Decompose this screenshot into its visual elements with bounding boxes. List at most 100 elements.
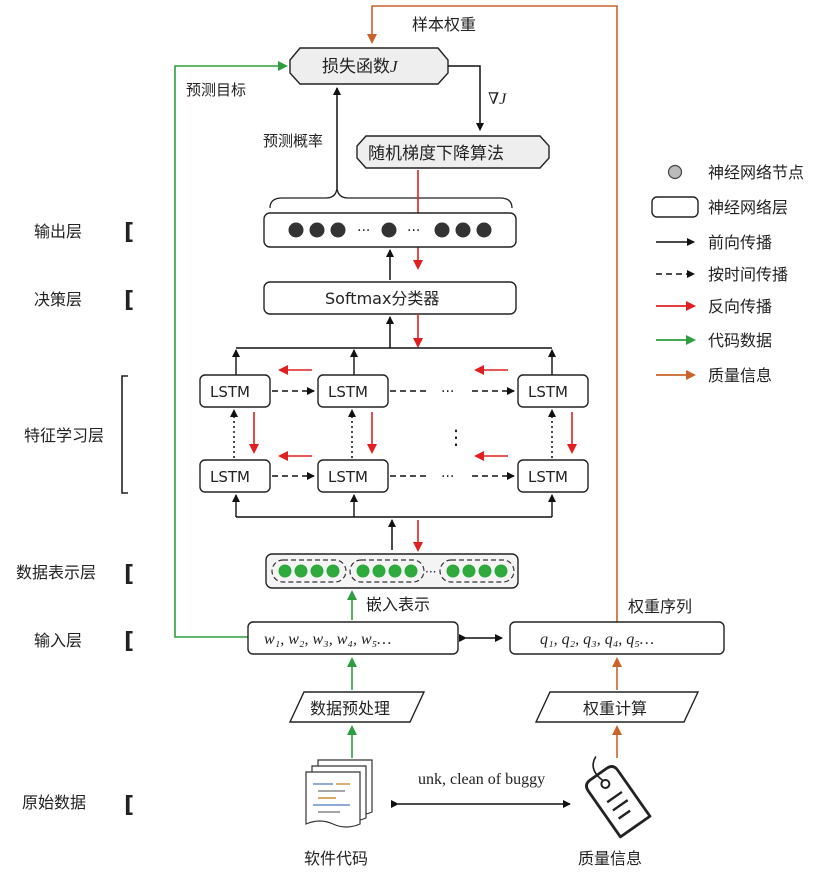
loss-function-node: 损失函数J (289, 47, 449, 85)
layer-label-raw: 原始数据 (22, 793, 86, 812)
output-node (288, 222, 304, 238)
legend-item-code: 代码数据 (656, 331, 772, 350)
legend-item-layer: 神经网络层 (651, 196, 788, 218)
tag-icon (585, 756, 652, 839)
gradient-label: ∇J (488, 91, 507, 108)
legend-label: 按时间传播 (708, 265, 788, 284)
lstm-label: LSTM (210, 383, 250, 401)
layer-label-feature: 特征学习层 (24, 426, 104, 445)
lstm-label: LSTM (528, 468, 568, 486)
output-node (455, 222, 471, 238)
layer-bracket-feature (121, 375, 128, 494)
sgd-label: 随机梯度下降算法 (368, 144, 504, 164)
lstm-vertical-links (230, 409, 577, 458)
lstm-cell: LSTM (199, 459, 271, 493)
output-node (434, 222, 450, 238)
layer-bracket-input: [ (124, 629, 134, 654)
embedding-node (372, 564, 386, 578)
embedding-node (388, 564, 402, 578)
lstm-ellipsis: ··· (441, 469, 454, 485)
lstm-label: LSTM (210, 468, 250, 486)
layer-icon (651, 196, 699, 218)
relation-label: unk, clean of buggy (418, 771, 545, 788)
embedding-node (462, 564, 476, 578)
layer-bracket-output: [ (124, 220, 134, 245)
legend-label: 前向传播 (708, 233, 772, 252)
lstm-ellipsis: ··· (441, 384, 454, 400)
lstm-label: LSTM (328, 383, 368, 401)
input-q-box: q₁, q₂, q₃, q₄, q₅… (509, 621, 725, 655)
layer-bracket-raw: [ (124, 793, 134, 818)
predict-target-path (174, 61, 288, 638)
quality-feedback-path (367, 5, 618, 622)
backprop-time-arrows (278, 365, 508, 461)
output-layer-box: ··· ··· (263, 212, 517, 248)
layer-bracket-decision: [ (124, 288, 134, 313)
layer-label-output: 输出层 (34, 222, 82, 241)
embedding-node (404, 564, 418, 578)
sample-weight-label: 样本权重 (412, 15, 476, 34)
embedding-ellipsis: ··· (425, 565, 436, 579)
weight-seq-label: 权重序列 (628, 597, 692, 616)
gradient-arrow (448, 65, 484, 131)
weight-calc-box: 权重计算 (534, 691, 700, 723)
layer-label-input: 输入层 (34, 631, 82, 650)
embedding-node (294, 564, 308, 578)
input-w-sequence: w₁, w₂, w₃, w₄, w₅… (264, 631, 391, 648)
legend-label: 神经网络层 (708, 198, 788, 217)
embedding-node (278, 564, 292, 578)
embedding-node (326, 564, 340, 578)
output-node (309, 222, 325, 238)
sgd-node: 随机梯度下降算法 (356, 135, 550, 169)
embedding-node (446, 564, 460, 578)
preprocess-box: 数据预处理 (288, 691, 426, 723)
lstm-label: LSTM (528, 383, 568, 401)
softmax-box: Softmax分类器 (263, 281, 517, 315)
legend-item-forward: 前向传播 (656, 233, 772, 252)
lstm-cell: LSTM (317, 374, 389, 408)
output-node (330, 222, 346, 238)
embed-label: 嵌入表示 (366, 595, 430, 614)
preprocess-label: 数据预处理 (310, 699, 390, 718)
predict-target-label: 预测目标 (186, 81, 246, 99)
embedding-node (310, 564, 324, 578)
legend-label: 反向传播 (708, 297, 772, 316)
legend: 神经网络节点 神经网络层 前向传播 按时间传播 反向传播 代码数据 质量信息 (651, 163, 804, 385)
node-icon (667, 164, 683, 180)
svg-text:损失函数J: 损失函数J (322, 57, 399, 77)
embedding-node (494, 564, 508, 578)
layer-label-data-repr: 数据表示层 (16, 563, 96, 582)
lstm-cell: LSTM (317, 459, 389, 493)
predict-prob-label: 预测概率 (263, 132, 323, 150)
embedding-node (356, 564, 370, 578)
input-q-sequence: q₁, q₂, q₃, q₄, q₅… (540, 631, 654, 648)
software-code-label: 软件代码 (304, 849, 368, 868)
legend-label: 神经网络节点 (708, 163, 804, 182)
legend-item-backward: 反向传播 (656, 297, 772, 316)
layer-bracket-data-repr: [ (124, 562, 134, 587)
layer-label-decision: 决策层 (34, 290, 82, 309)
lstm-top-bus (232, 347, 556, 376)
lstm-bottom-bus (232, 494, 556, 518)
input-w-box: w₁, w₂, w₃, w₄, w₅… (247, 621, 459, 655)
legend-item-time: 按时间传播 (656, 265, 788, 284)
weight-calc-label: 权重计算 (583, 699, 647, 718)
lstm-cell: LSTM (517, 374, 589, 408)
lstm-label: LSTM (328, 468, 368, 486)
output-node (381, 222, 397, 238)
loss-label: 损失函数 (322, 57, 390, 77)
time-arrows (272, 387, 515, 480)
output-brace (269, 187, 513, 209)
softmax-label: Softmax分类器 (325, 289, 439, 308)
legend-item-node: 神经网络节点 (667, 163, 804, 182)
quality-info-label: 质量信息 (578, 849, 642, 868)
legend-label: 质量信息 (708, 366, 772, 385)
legend-item-quality: 质量信息 (656, 366, 772, 385)
output-node (476, 222, 492, 238)
output-ellipsis: ··· (357, 223, 370, 239)
legend-label: 代码数据 (708, 331, 772, 350)
embedding-node (478, 564, 492, 578)
output-ellipsis: ··· (407, 223, 420, 239)
software-code-icon (305, 759, 373, 828)
